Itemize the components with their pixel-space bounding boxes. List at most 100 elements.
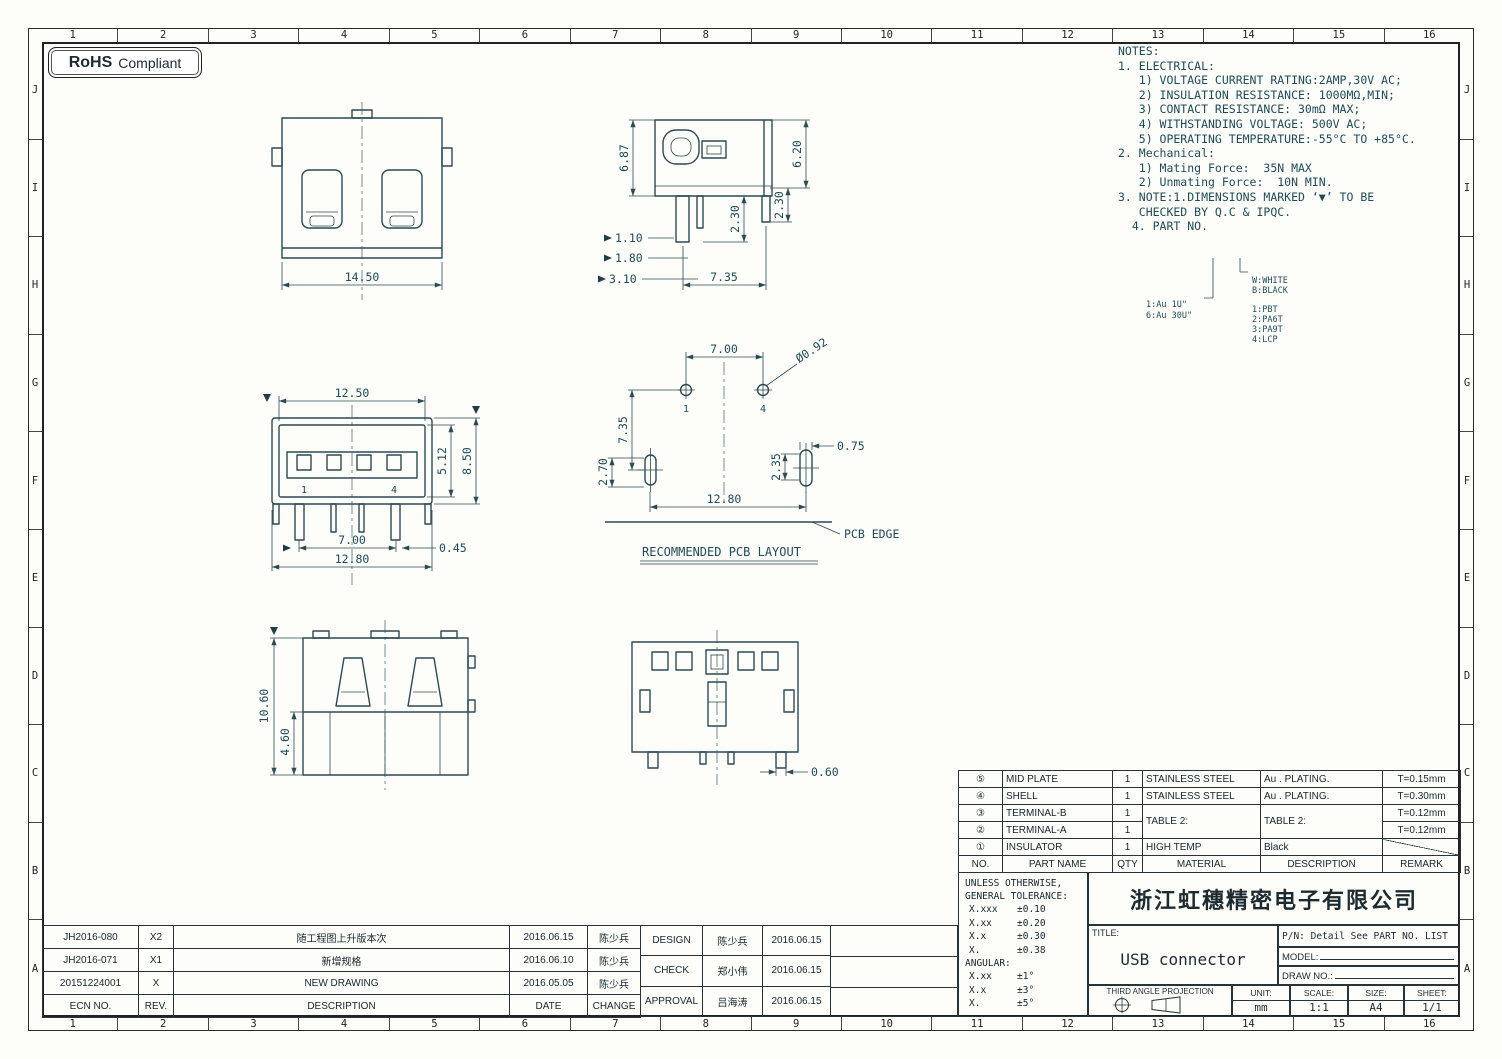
rev-header-description: DESCRIPTION <box>173 994 510 1018</box>
revision-row: 20151224001 X NEW DRAWING 2016.05.05 陈少兵 <box>42 971 641 995</box>
bom-remark: T=0.15mm <box>1382 770 1461 788</box>
bom-description: Au . PLATING. <box>1260 770 1383 788</box>
approval-date: 2016.06.15 <box>762 955 831 987</box>
grid-label: 7 <box>571 1017 662 1031</box>
bom-description-merged: TABLE 2: <box>1260 804 1383 839</box>
divider <box>831 956 957 957</box>
approval-row: DESIGN 陈少兵 2016.06.15 <box>640 924 831 957</box>
rev-change: 陈少兵 <box>587 948 641 972</box>
tolerance-box: UNLESS OTHERWISE, GENERAL TOLERANCE: X.x… <box>958 872 1088 1017</box>
legend-material-lcp: 4:LCP <box>1252 335 1278 345</box>
bom-qty: 1 <box>1112 787 1143 805</box>
tolerance-header: UNLESS OTHERWISE, <box>965 878 1063 889</box>
note-line: 1) VOLTAGE CURRENT RATING:2AMP,30V AC; <box>1118 73 1402 88</box>
dim-pin-span: 7.00 <box>338 533 366 547</box>
rev-ecn: JH2016-071 <box>42 948 139 972</box>
rev-header-date: DATE <box>509 994 588 1018</box>
grid-label: 2 <box>118 1017 209 1031</box>
divider <box>831 987 957 988</box>
bom-material: HIGH TEMP <box>1142 838 1261 856</box>
rohs-compliant-text: Compliant <box>118 54 182 71</box>
grid-label: 10 <box>842 28 933 42</box>
draw-no-blank-line <box>1334 978 1454 979</box>
dim-d2: 1.80 <box>615 251 643 265</box>
dim-side-span: 7.35 <box>710 270 738 284</box>
bom-table: ⑤ MID PLATE 1 STAINLESS STEEL Au . PLATI… <box>958 770 1461 873</box>
projection-label: THIRD ANGLE PROJECTION <box>1106 987 1214 996</box>
rev-description: 随工程图上升版本次 <box>173 925 510 949</box>
approval-row: APPROVAL 吕海涛 2016.06.15 <box>640 985 831 1018</box>
approval-name: 吕海涛 <box>702 985 763 1018</box>
sheet-value: 1/1 <box>1422 1001 1442 1014</box>
scale-cell: SCALE: 1:1 <box>1290 985 1348 1017</box>
tol-label: X.xxx <box>969 904 998 915</box>
bom-remark: T=0.30mm <box>1382 787 1461 805</box>
bom-material-merged: TABLE 2: <box>1142 804 1261 839</box>
rev-ecn: 20151224001 <box>42 971 139 995</box>
size-value: A4 <box>1369 1001 1383 1014</box>
size-cell: SIZE: A4 <box>1348 985 1404 1017</box>
legend-material-pa6t: 2:PA6T <box>1252 315 1283 325</box>
dim-leg-right: 2.30 <box>772 191 786 219</box>
view-rear-bottom: 10.60 4.60 <box>257 620 476 790</box>
grid-label: 12 <box>1023 28 1114 42</box>
approval-role: DESIGN <box>640 924 703 957</box>
note-line: 4. PART NO. <box>1118 219 1209 234</box>
bom-row: ② TERMINAL-A 1 T=0.12mm <box>958 821 1461 839</box>
dim-total-width: 12.80 <box>335 552 370 566</box>
grid-label: 13 <box>1113 1017 1204 1031</box>
size-label: SIZE: <box>1349 986 1403 1001</box>
grid-label: H <box>1460 237 1474 335</box>
bom-header-row: NO. PART NAME QTY MATERIAL DESCRIPTION R… <box>958 855 1461 873</box>
part-number-legend-lines <box>1204 258 1248 299</box>
bom-qty: 1 <box>1112 821 1143 839</box>
approval-table: DESIGN 陈少兵 2016.06.15 CHECK 郑小伟 2016.06.… <box>640 924 831 1018</box>
bom-part: MID PLATE <box>1002 770 1113 788</box>
grid-label: 6 <box>480 28 571 42</box>
tol-value: ±3° <box>1017 984 1035 996</box>
grid-label: 12 <box>1023 1017 1114 1031</box>
tol-value: ±0.38 <box>1017 944 1046 956</box>
dim-d1: 1.10 <box>615 231 643 245</box>
legend-plating-2: 6:Au 30U" <box>1146 311 1193 321</box>
grid-label: D <box>28 628 42 726</box>
grid-label: D <box>1460 628 1474 726</box>
approval-date: 2016.06.15 <box>762 985 831 1018</box>
grid-label: 2 <box>118 28 209 42</box>
tol-label: X.x <box>969 984 987 996</box>
unit-cell: UNIT: mm <box>1232 985 1290 1017</box>
legend-material-pbt: 1:PBT <box>1252 305 1278 315</box>
grid-label: 9 <box>752 1017 842 1031</box>
tolerance-angular-label: ANGULAR: <box>965 958 1011 969</box>
legend-color-white: W:WHITE <box>1252 276 1288 286</box>
grid-label: 14 <box>1204 1017 1295 1031</box>
grid-label: F <box>1460 432 1474 530</box>
bom-row: ① INSULATOR 1 HIGH TEMP Black <box>958 838 1461 856</box>
tol-label: X. <box>969 998 981 1009</box>
tol-value: ±1° <box>1017 971 1035 982</box>
grid-label: 7 <box>571 28 662 42</box>
rohs-badge: RoHS Compliant <box>48 47 202 78</box>
grid-label: B <box>1460 823 1474 921</box>
approval-date: 2016.06.15 <box>762 924 831 957</box>
rev-date: 2016.05.05 <box>509 971 588 995</box>
note-line: 2) INSULATION RESISTANCE: 1000MΩ,MIN; <box>1118 87 1395 102</box>
legend-material-pa9t: 3:PA9T <box>1252 325 1283 335</box>
note-line: 3) CONTACT RESISTANCE: 30mΩ MAX; <box>1118 102 1361 117</box>
grid-label: C <box>1460 725 1474 823</box>
title-label: TITLE: <box>1092 928 1120 938</box>
rev-change: 陈少兵 <box>587 971 641 995</box>
dim-rear-height: 10.60 <box>257 689 271 724</box>
note-line: CHECKED BY Q.C & IPQC. <box>1118 204 1292 219</box>
grid-label: A <box>1463 962 1471 975</box>
grid-label: 8 <box>661 28 752 42</box>
view-front-mid: 1 4 12.50 5.12 8.50 7.0 <box>263 386 480 585</box>
grid-label: 6 <box>480 1017 571 1031</box>
grid-label: G <box>28 335 42 433</box>
dim-offset: 2.70 <box>596 458 610 486</box>
scale-label: SCALE: <box>1291 986 1347 1001</box>
revision-row: JH2016-080 X2 随工程图上升版本次 2016.06.15 陈少兵 <box>42 925 641 949</box>
bom-header-qty: QTY <box>1112 855 1143 873</box>
